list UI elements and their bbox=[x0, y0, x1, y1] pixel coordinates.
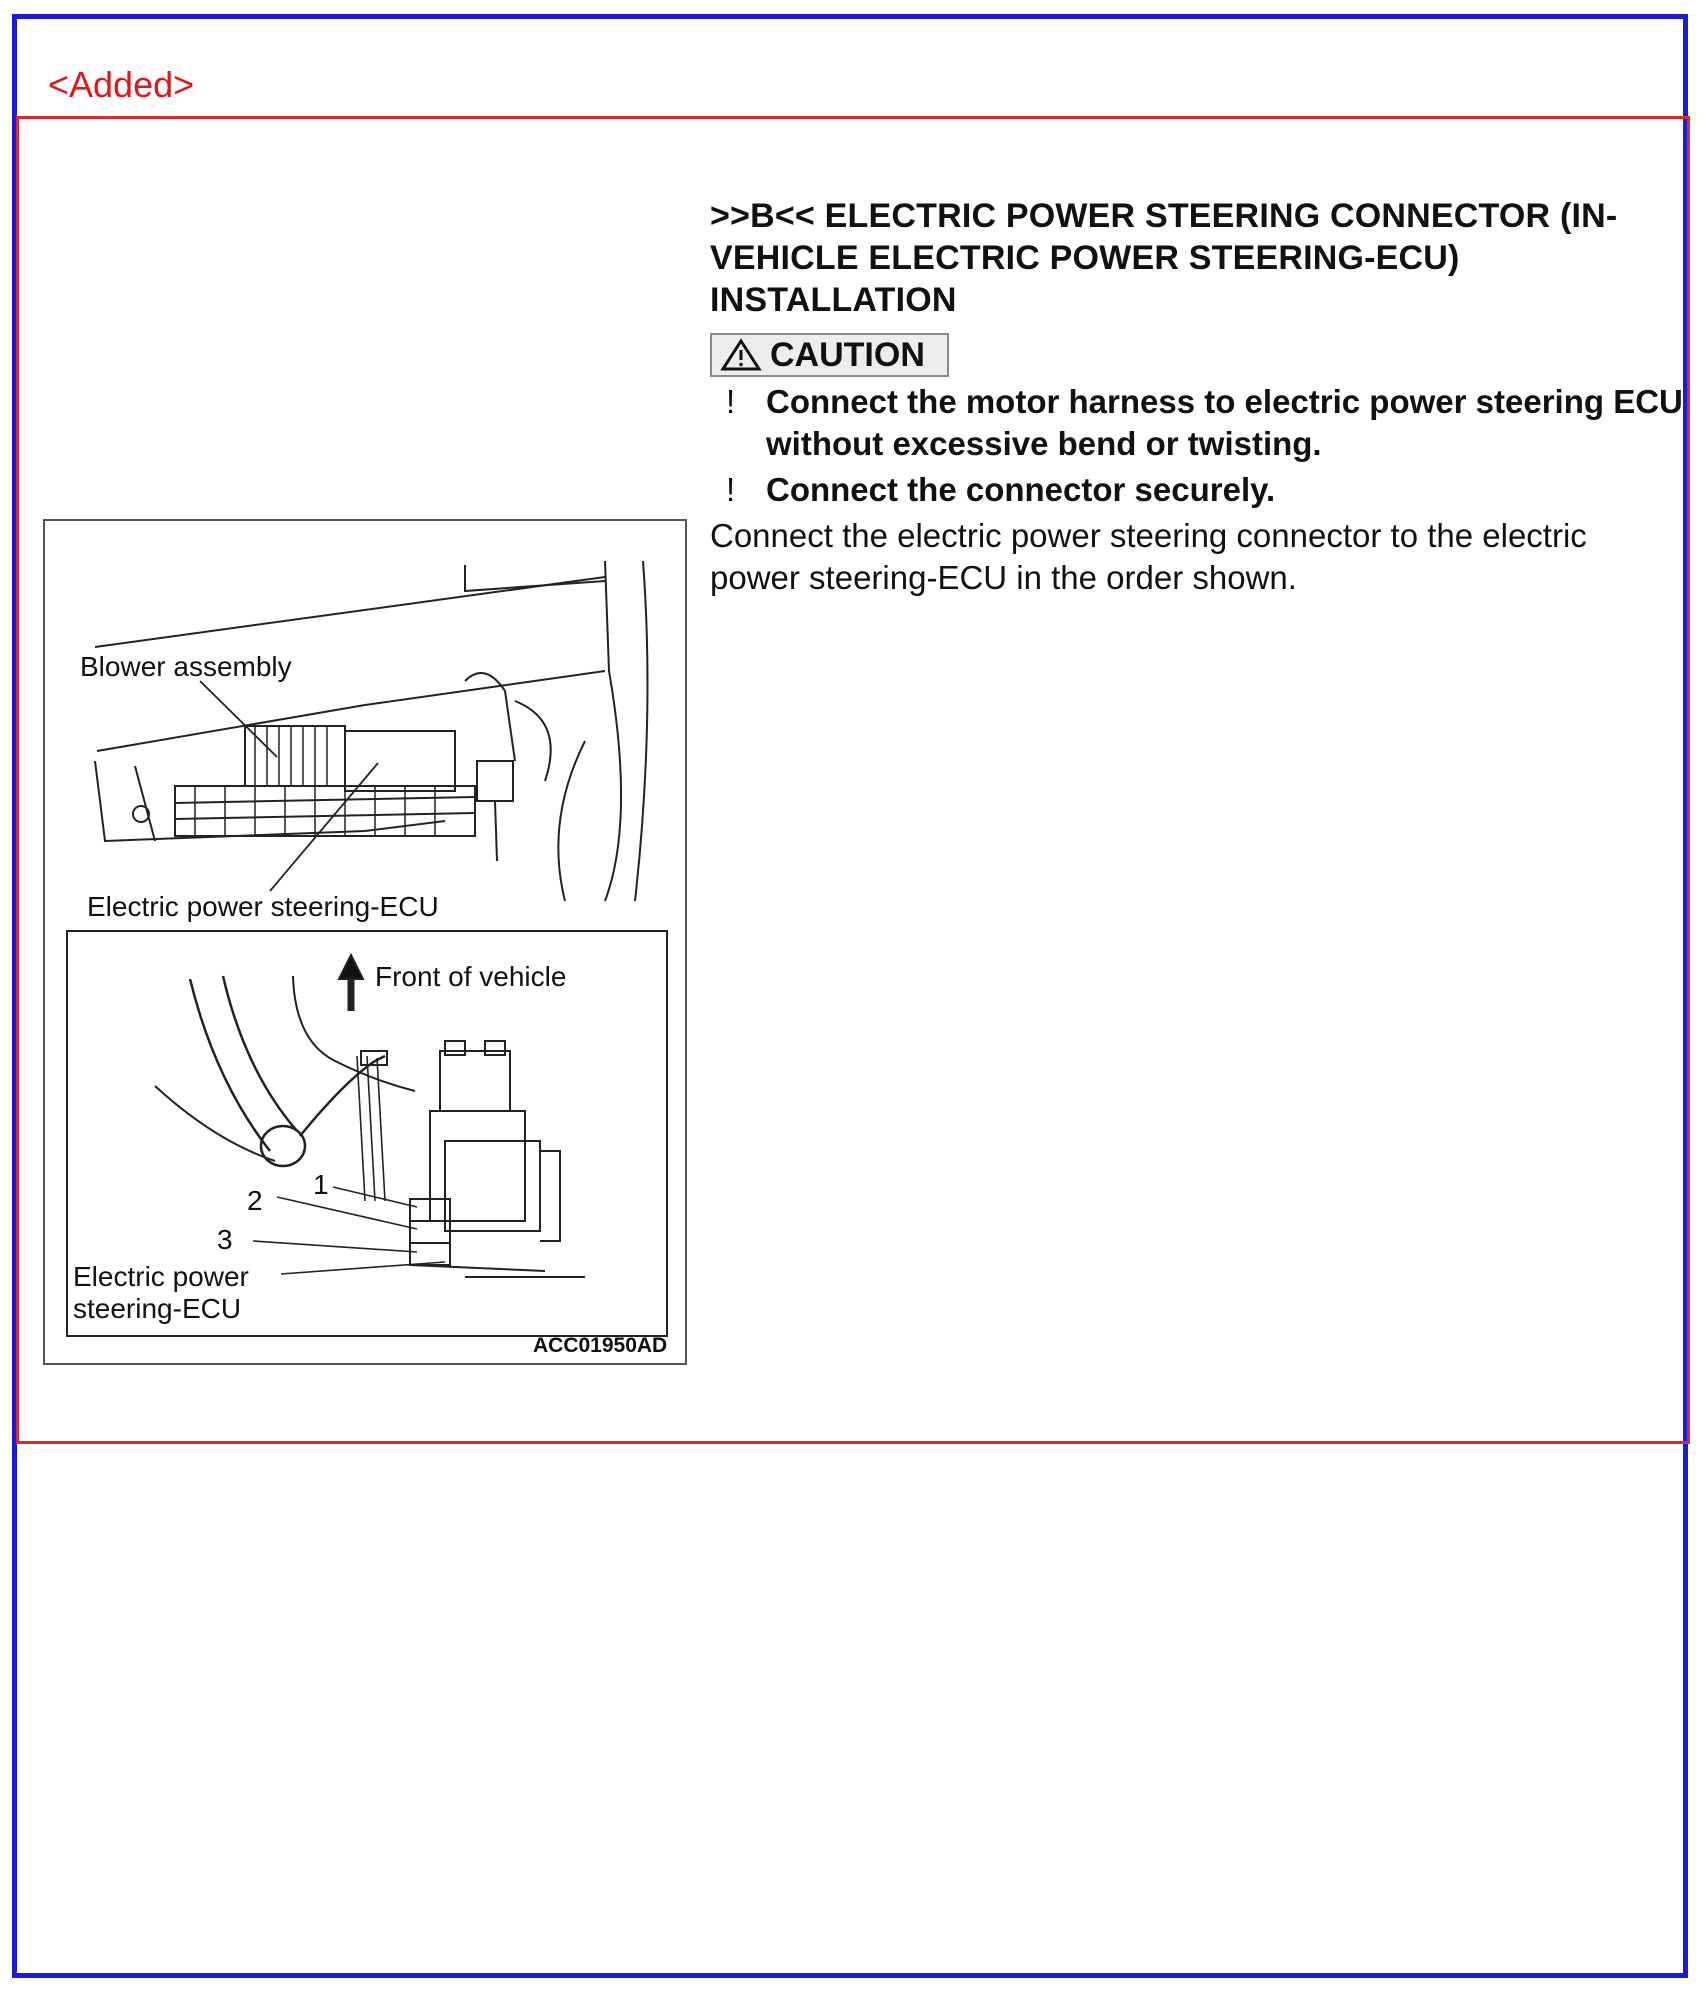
front-of-vehicle-label: Front of vehicle bbox=[375, 961, 567, 992]
section-heading: >>B<< ELECTRIC POWER STEERING CONNECTOR … bbox=[710, 197, 1618, 319]
caution-list: ! Connect the motor harness to electric … bbox=[710, 381, 1685, 511]
bullet-mark: ! bbox=[726, 471, 736, 508]
instruction-body: Connect the electric power steering conn… bbox=[710, 517, 1587, 596]
figure-drawing bbox=[66, 560, 668, 1337]
bullet-mark: ! bbox=[726, 383, 736, 420]
caution-label: CAUTION bbox=[770, 335, 925, 374]
caution-badge: CAUTION bbox=[710, 333, 949, 377]
eps-ecu-inset-label-line1: Electric power bbox=[73, 1261, 249, 1292]
eps-ecu-inset-label-line2: steering-ECU bbox=[73, 1293, 242, 1324]
blower-assembly-label: Blower assembly bbox=[80, 651, 292, 682]
eps-ecu-label: Electric power steering-ECU bbox=[87, 891, 439, 922]
instruction-column: >>B<< ELECTRIC POWER STEERING CONNECTOR … bbox=[710, 195, 1685, 599]
connector-1-label: 1 bbox=[313, 1169, 329, 1200]
caution-item: ! Connect the motor harness to electric … bbox=[710, 381, 1685, 465]
connector-2-label: 2 bbox=[247, 1185, 263, 1216]
added-content-box bbox=[16, 116, 1690, 1444]
figure-code: ACC01950AD bbox=[533, 1334, 668, 1357]
warning-triangle-icon bbox=[720, 338, 762, 371]
caution-item: ! Connect the connector securely. bbox=[710, 469, 1685, 511]
installation-figure: Blower assembly Electric power steering-… bbox=[43, 519, 687, 1365]
caution-text: Connect the connector securely. bbox=[766, 471, 1276, 508]
connector-3-label: 3 bbox=[217, 1224, 233, 1255]
page-frame bbox=[12, 14, 1688, 1978]
caution-text: Connect the motor harness to electric po… bbox=[766, 383, 1683, 462]
added-label: <Added> bbox=[48, 64, 195, 105]
